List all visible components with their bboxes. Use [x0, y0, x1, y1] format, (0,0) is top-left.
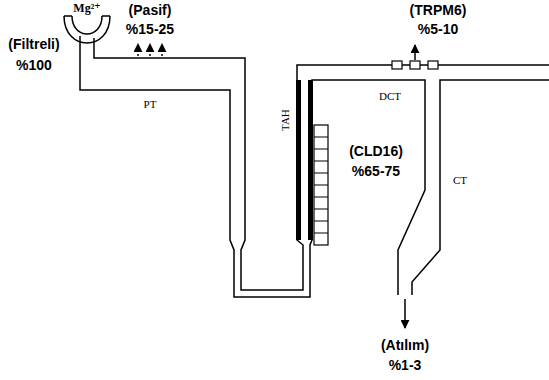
segment-label: CT — [453, 174, 467, 186]
claudin-stripes — [314, 125, 328, 245]
process-label: (Pasif) — [129, 3, 172, 18]
process-label: (Atılım) — [381, 338, 429, 353]
transporter-label: (CLD16) — [349, 144, 403, 159]
trpm6-channels — [392, 61, 438, 69]
segment-label: TAH — [279, 109, 291, 131]
segment-label: DCT — [379, 90, 401, 102]
process-label: (Filtreli) — [8, 37, 59, 52]
thick-wall-band — [296, 80, 301, 240]
ion-label: Mg²⁺ — [73, 2, 100, 15]
segment-label: PT — [144, 98, 157, 110]
percent-label: %65-75 — [352, 164, 400, 179]
thick-wall-band — [308, 80, 313, 240]
claudin-stripe — [314, 137, 328, 233]
percent-label: %1-3 — [389, 358, 422, 373]
channel-symbol — [410, 61, 420, 69]
reabsorption-arrow — [414, 45, 416, 60]
glomerulus-inner — [72, 16, 102, 34]
percent-label: %100 — [16, 58, 52, 73]
channel-symbol — [392, 61, 402, 69]
tubule-wall — [80, 36, 425, 297]
channel-symbol — [428, 61, 438, 69]
percent-label: %15-25 — [126, 22, 174, 37]
passive-arrow — [149, 44, 151, 56]
tubule-wall — [94, 38, 549, 290]
passive-arrow — [137, 44, 139, 56]
passive-arrow — [161, 44, 163, 56]
claudin-box — [314, 125, 328, 245]
glomerulus-outer — [64, 16, 110, 43]
collecting-tubule-wall — [412, 80, 549, 295]
transporter-label: (TRPM6) — [410, 3, 467, 18]
percent-label: %5-10 — [418, 22, 458, 37]
glomerulus-rim — [64, 15, 110, 17]
excretion-arrow — [404, 299, 406, 328]
